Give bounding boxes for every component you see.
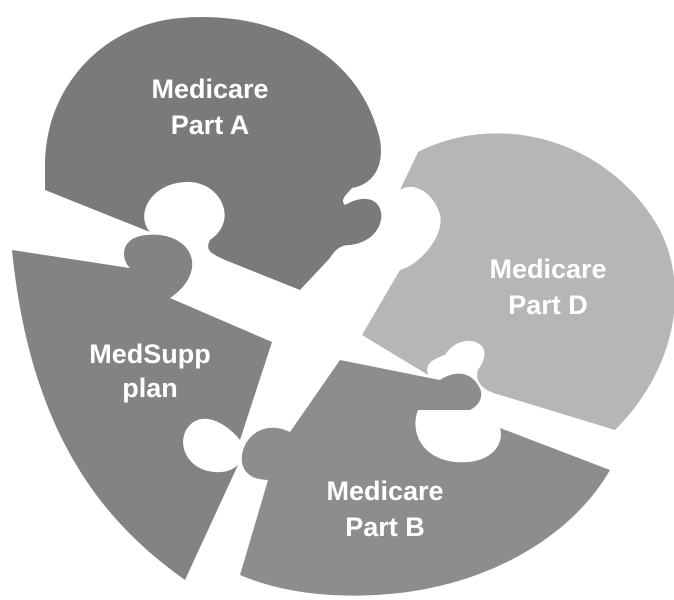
puzzle-piece-part-d [362,133,674,430]
label-part-d-line2: Part D [508,290,588,320]
label-medsupp-line2: plan [122,373,178,403]
puzzle-piece-part-a [45,17,382,290]
puzzle-piece-medsupp [12,234,272,580]
label-part-a-line2: Part A [171,110,250,140]
puzzle-piece-part-b [240,360,610,596]
label-part-b-line1: Medicare [326,476,443,506]
label-medsupp-line1: MedSupp [89,339,211,369]
label-part-a-line1: Medicare [151,74,268,104]
label-part-d-line1: Medicare [489,254,606,284]
label-part-b-line2: Part B [345,512,425,542]
